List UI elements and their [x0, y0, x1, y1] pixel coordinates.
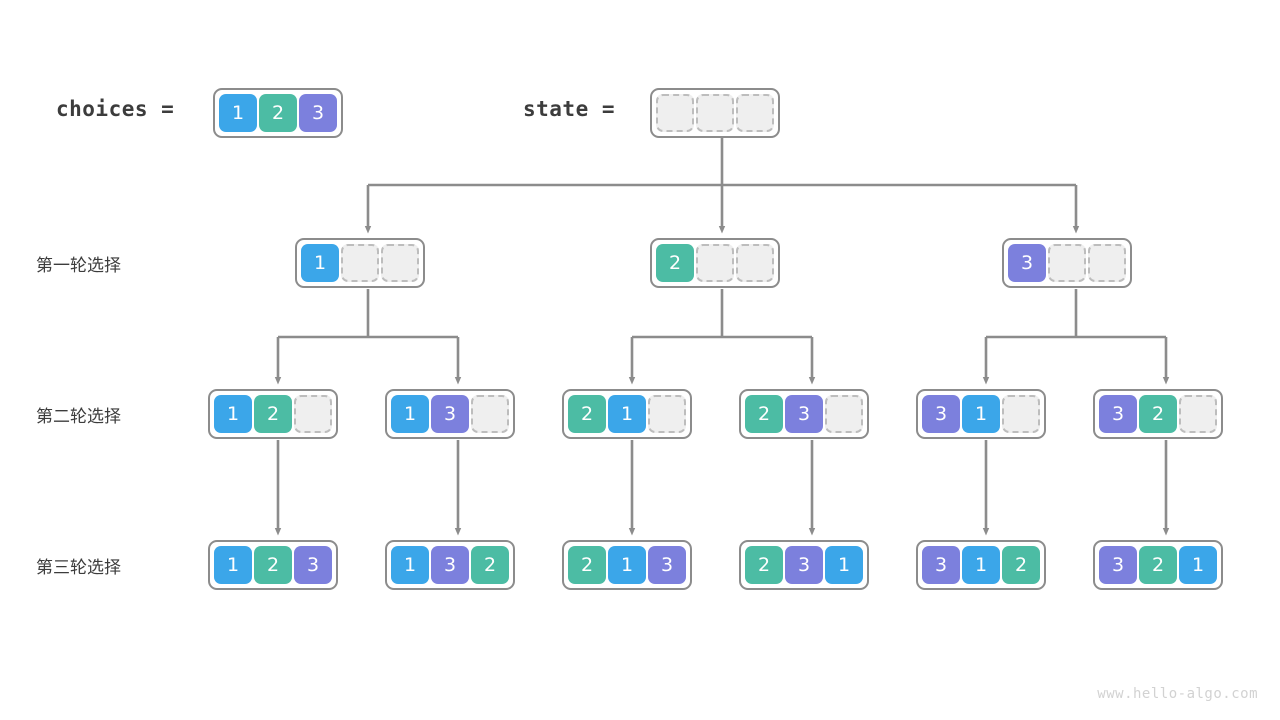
choices-cell-0: 1 [219, 94, 257, 132]
round-2-3-cell-1: 1 [608, 395, 646, 433]
round-3-2-cell-1: 3 [431, 546, 469, 584]
choices-cell-1: 2 [259, 94, 297, 132]
state-node-round-1-2: 2 [650, 238, 780, 288]
state-cell-1 [696, 94, 734, 132]
row-label-round-1: 第一轮选择 [36, 256, 121, 276]
round-3-6-cell-2: 1 [1179, 546, 1217, 584]
round-2-5-cell-1: 1 [962, 395, 1000, 433]
round-1-3-cell-2 [1088, 244, 1126, 282]
round-3-4-cell-2: 1 [825, 546, 863, 584]
round-1-2-cell-0: 2 [656, 244, 694, 282]
site-watermark: www.hello-algo.com [1097, 686, 1258, 702]
state-array [650, 88, 780, 138]
round-2-4-cell-1: 3 [785, 395, 823, 433]
round-3-3-cell-0: 2 [568, 546, 606, 584]
round-2-5-cell-0: 3 [922, 395, 960, 433]
round-2-6-cell-1: 2 [1139, 395, 1177, 433]
round-3-5-cell-1: 1 [962, 546, 1000, 584]
row-label-round-3: 第三轮选择 [36, 558, 121, 578]
state-node-round-1-3: 3 [1002, 238, 1132, 288]
round-1-3-cell-0: 3 [1008, 244, 1046, 282]
round-1-1-cell-0: 1 [301, 244, 339, 282]
choices-cell-2: 3 [299, 94, 337, 132]
state-cell-2 [736, 94, 774, 132]
round-3-5-cell-0: 3 [922, 546, 960, 584]
round-3-1-cell-1: 2 [254, 546, 292, 584]
choices-label: choices = [56, 97, 175, 121]
round-2-3-cell-0: 2 [568, 395, 606, 433]
round-2-1-cell-2 [294, 395, 332, 433]
round-1-2-cell-1 [696, 244, 734, 282]
round-2-1-cell-0: 1 [214, 395, 252, 433]
round-3-3-cell-1: 1 [608, 546, 646, 584]
round-1-1-cell-1 [341, 244, 379, 282]
round-1-1-cell-2 [381, 244, 419, 282]
round-2-5-cell-2 [1002, 395, 1040, 433]
round-3-4-cell-0: 2 [745, 546, 783, 584]
round-3-6-cell-0: 3 [1099, 546, 1137, 584]
round-1-2-cell-2 [736, 244, 774, 282]
round-3-2-cell-2: 2 [471, 546, 509, 584]
state-cell-0 [656, 94, 694, 132]
round-3-6-cell-1: 2 [1139, 546, 1177, 584]
round-3-1-cell-2: 3 [294, 546, 332, 584]
round-3-2-cell-0: 1 [391, 546, 429, 584]
round-2-3-cell-2 [648, 395, 686, 433]
round-2-2-cell-0: 1 [391, 395, 429, 433]
round-2-1-cell-1: 2 [254, 395, 292, 433]
state-node-round-1-1: 1 [295, 238, 425, 288]
round-3-3-cell-2: 3 [648, 546, 686, 584]
round-2-6-cell-0: 3 [1099, 395, 1137, 433]
round-2-4-cell-2 [825, 395, 863, 433]
round-2-6-cell-2 [1179, 395, 1217, 433]
row-label-round-2: 第二轮选择 [36, 407, 121, 427]
round-1-3-cell-1 [1048, 244, 1086, 282]
round-2-4-cell-0: 2 [745, 395, 783, 433]
round-2-2-cell-1: 3 [431, 395, 469, 433]
round-2-2-cell-2 [471, 395, 509, 433]
round-3-4-cell-1: 3 [785, 546, 823, 584]
state-label: state = [523, 97, 616, 121]
round-3-1-cell-0: 1 [214, 546, 252, 584]
round-3-5-cell-2: 2 [1002, 546, 1040, 584]
